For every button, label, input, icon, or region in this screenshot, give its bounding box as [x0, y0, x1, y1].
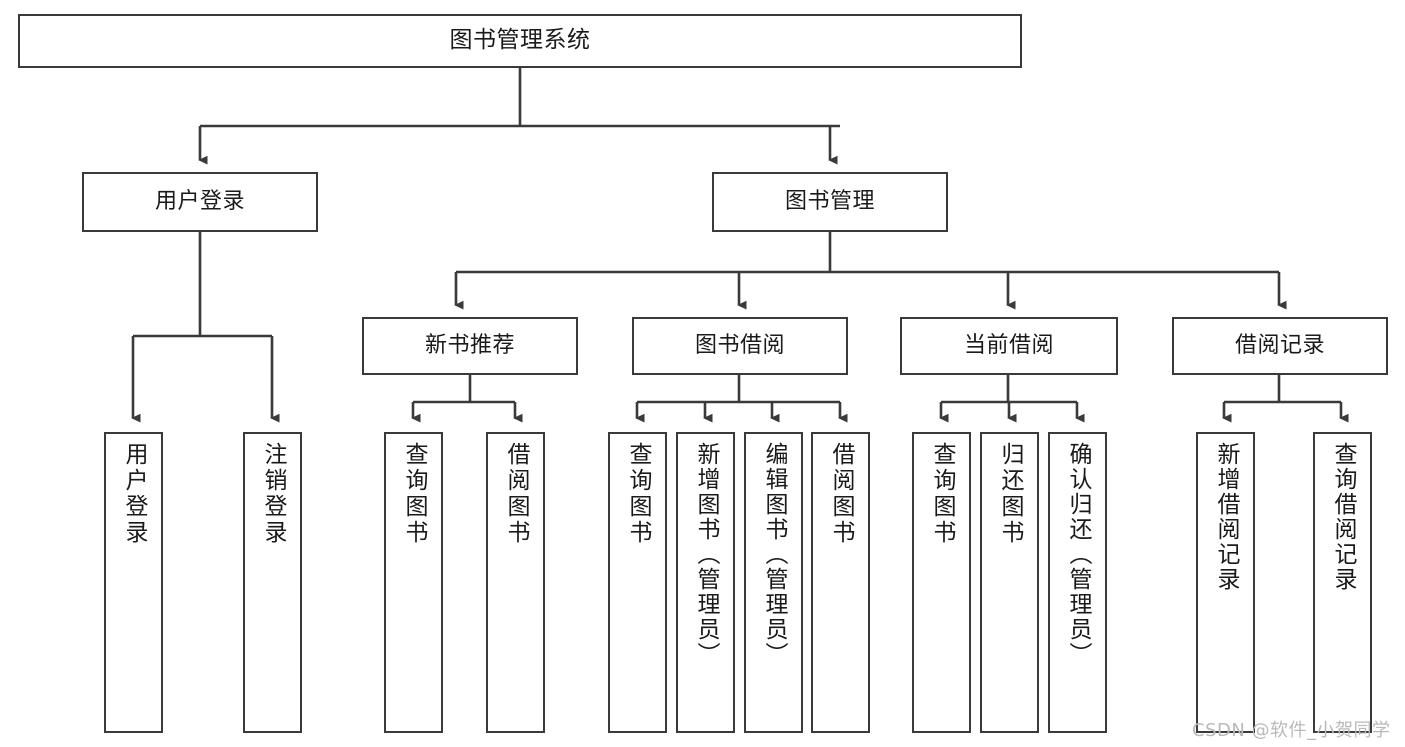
leaf-query-book-current-label: 查询图书 — [929, 442, 955, 546]
leaf-return-book[interactable]: 归还图书 — [980, 432, 1039, 733]
node-new-book-recommendation-label: 新书推荐 — [424, 332, 515, 358]
leaf-add-book-admin-label: 新增图书（管理员） — [693, 442, 719, 667]
leaf-borrow-book[interactable]: 借阅图书 — [811, 432, 870, 733]
leaf-query-borrow-record[interactable]: 查询借阅记录 — [1313, 432, 1372, 733]
leaf-confirm-return-admin[interactable]: 确认归还（管理员） — [1048, 432, 1107, 733]
leaf-query-borrow-record-label: 查询借阅记录 — [1330, 442, 1356, 592]
node-borrow-record-label: 借阅记录 — [1234, 332, 1325, 358]
node-root[interactable]: 图书管理系统 — [18, 14, 1022, 68]
leaf-user-login[interactable]: 用户登录 — [104, 432, 163, 733]
node-new-book-recommendation[interactable]: 新书推荐 — [362, 317, 578, 375]
leaf-borrow-book-label: 借阅图书 — [828, 442, 854, 546]
leaf-borrow-book-recommendation[interactable]: 借阅图书 — [486, 432, 545, 733]
leaf-add-borrow-record[interactable]: 新增借阅记录 — [1196, 432, 1255, 733]
csdn-watermark: CSDN @软件_小贺同学 — [1192, 720, 1391, 741]
node-borrow-record[interactable]: 借阅记录 — [1172, 317, 1388, 375]
leaf-edit-book-admin[interactable]: 编辑图书（管理员） — [744, 432, 803, 733]
node-book-borrow[interactable]: 图书借阅 — [632, 317, 848, 375]
leaf-query-book-current[interactable]: 查询图书 — [912, 432, 971, 733]
leaf-add-borrow-record-label: 新增借阅记录 — [1213, 442, 1239, 592]
node-book-management[interactable]: 图书管理 — [712, 172, 948, 232]
node-book-borrow-label: 图书借阅 — [694, 332, 785, 358]
node-book-management-label: 图书管理 — [784, 188, 875, 214]
leaf-return-book-label: 归还图书 — [997, 442, 1023, 546]
node-user-login-label: 用户登录 — [154, 188, 245, 214]
leaf-logout-label: 注销登录 — [260, 442, 286, 546]
leaf-query-book-recommendation-label: 查询图书 — [401, 442, 427, 546]
leaf-logout[interactable]: 注销登录 — [243, 432, 302, 733]
leaf-add-book-admin[interactable]: 新增图书（管理员） — [676, 432, 735, 733]
leaf-confirm-return-admin-label: 确认归还（管理员） — [1065, 442, 1091, 667]
leaf-query-book-recommendation[interactable]: 查询图书 — [384, 432, 443, 733]
leaf-borrow-book-recommendation-label: 借阅图书 — [503, 442, 529, 546]
leaf-user-login-label: 用户登录 — [121, 442, 147, 546]
node-current-borrow[interactable]: 当前借阅 — [900, 317, 1118, 375]
node-root-label: 图书管理系统 — [449, 27, 591, 54]
node-user-login[interactable]: 用户登录 — [82, 172, 318, 232]
node-current-borrow-label: 当前借阅 — [963, 332, 1054, 358]
leaf-query-book-borrow[interactable]: 查询图书 — [608, 432, 667, 733]
leaf-query-book-borrow-label: 查询图书 — [625, 442, 651, 546]
leaf-edit-book-admin-label: 编辑图书（管理员） — [761, 442, 787, 667]
